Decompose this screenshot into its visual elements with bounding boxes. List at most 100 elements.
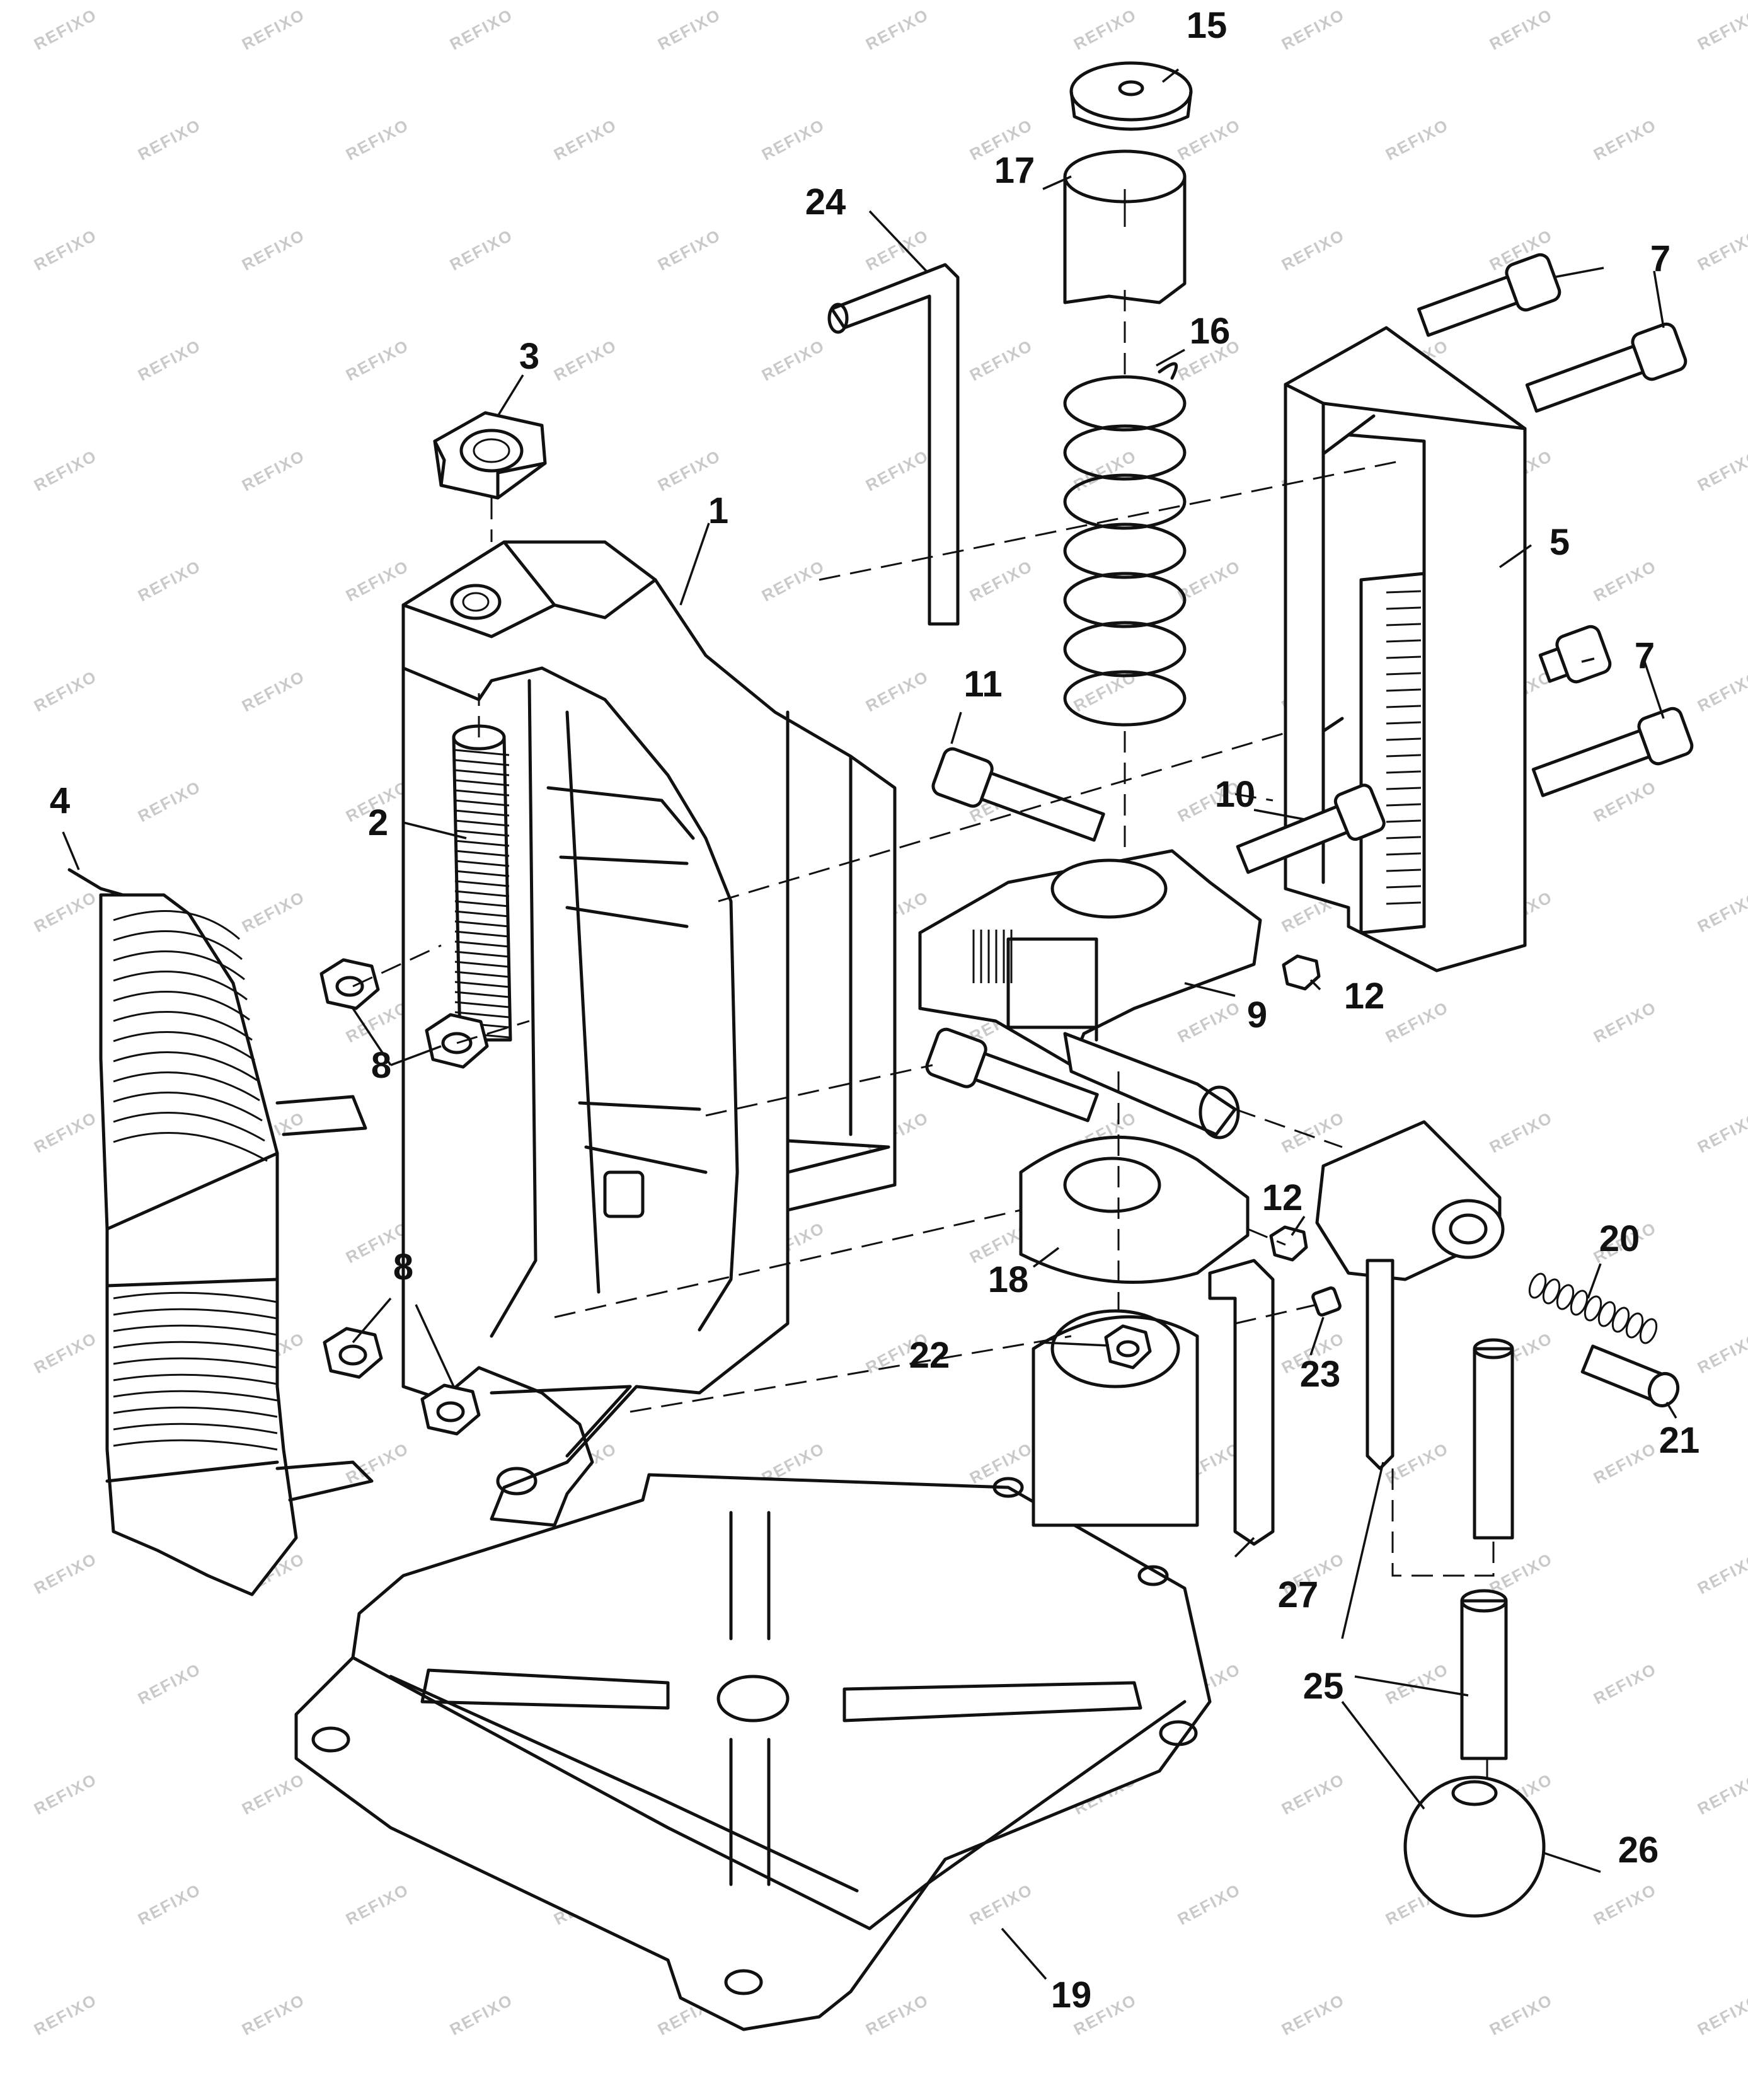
column-post	[1032, 1309, 1199, 1527]
leader-lines	[62, 68, 1677, 1980]
watermark-text: REFIXO	[655, 446, 724, 495]
part-20-small-spring	[1528, 1272, 1658, 1344]
part-27-bracket	[1208, 1259, 1275, 1546]
callout-17: 17	[994, 150, 1035, 191]
watermark-text: REFIXO	[31, 5, 100, 54]
watermark-text: REFIXO	[447, 1990, 516, 2039]
watermark-text: REFIXO	[31, 446, 100, 495]
callout-19: 19	[1051, 1975, 1092, 2016]
part-7-screws	[1417, 253, 1694, 797]
watermark-text: REFIXO	[967, 1880, 1036, 1929]
callout-21: 21	[1659, 1420, 1700, 1461]
part-2-threaded-rod	[452, 724, 512, 1042]
watermark-text: REFIXO	[967, 557, 1036, 606]
watermark-text: REFIXO	[1590, 998, 1660, 1047]
callout-25: 25	[1303, 1666, 1344, 1707]
callout-9: 9	[1247, 995, 1267, 1036]
part-8-nuts	[319, 958, 489, 1436]
watermark-text: REFIXO	[343, 557, 412, 606]
part-23-set-screw	[1311, 1286, 1342, 1317]
callout-27: 27	[1278, 1574, 1319, 1615]
callout-18: 18	[988, 1259, 1029, 1300]
watermark-text: REFIXO	[1486, 1549, 1556, 1598]
part-5-scale-block	[1284, 326, 1527, 972]
callout-labels: 1 2 3 4 5 7 7 8 8 9 10 11 12 12 15 16 17…	[50, 5, 1699, 2016]
callout-12-upper: 12	[1344, 976, 1385, 1017]
part-1-column	[401, 540, 897, 1527]
watermark-text: REFIXO	[1694, 5, 1748, 54]
watermark-text: REFIXO	[863, 1990, 932, 2039]
watermark-text: REFIXO	[759, 557, 828, 606]
watermark-text: REFIXO	[1694, 1770, 1748, 1819]
callout-4: 4	[50, 780, 70, 821]
watermark-text: REFIXO	[1071, 5, 1140, 54]
watermark-text: REFIXO	[1694, 446, 1748, 495]
callout-8-lower: 8	[393, 1247, 413, 1288]
part-26-ball-knob	[1403, 1775, 1546, 1918]
callout-2: 2	[368, 802, 388, 843]
watermark-text: REFIXO	[1694, 667, 1748, 716]
callout-22: 22	[909, 1335, 950, 1376]
watermark-text: REFIXO	[343, 1880, 412, 1929]
watermark-text: REFIXO	[31, 226, 100, 275]
watermark-text: REFIXO	[31, 1770, 100, 1819]
callout-5: 5	[1550, 522, 1570, 563]
part-3-hex-nut	[433, 411, 547, 500]
watermark-text: REFIXO	[1279, 1108, 1348, 1157]
watermark-text: REFIXO	[655, 226, 724, 275]
part-21-screw	[1580, 1344, 1680, 1407]
watermark-text: REFIXO	[31, 1329, 100, 1378]
part-10-screw	[1236, 783, 1386, 874]
callout-23: 23	[1300, 1354, 1341, 1395]
watermark-text: REFIXO	[1486, 1990, 1556, 2039]
part-16-spring	[1063, 362, 1187, 727]
assembly-dash-lines	[352, 290, 1495, 1784]
watermark-text: REFIXO	[239, 5, 308, 54]
watermark-text: REFIXO	[239, 1770, 308, 1819]
watermark-text: REFIXO	[759, 115, 828, 164]
watermark-text: REFIXO	[447, 5, 516, 54]
callout-26: 26	[1618, 1830, 1659, 1871]
watermark-text: REFIXO	[135, 557, 204, 606]
watermark-text: REFIXO	[135, 1659, 204, 1709]
watermark-text: REFIXO	[655, 5, 724, 54]
part-17-sleeve	[1063, 149, 1187, 304]
watermark-text: REFIXO	[239, 887, 308, 937]
watermark-text: REFIXO	[135, 1880, 204, 1929]
watermark-text: REFIXO	[1279, 1990, 1348, 2039]
lower-cap-screw	[925, 1027, 1099, 1122]
callout-16: 16	[1190, 311, 1231, 352]
watermark-text: REFIXO	[1694, 887, 1748, 937]
part-24-hex-key	[827, 263, 960, 626]
watermark-text: REFIXO	[1590, 777, 1660, 826]
watermark-text: REFIXO	[1694, 1549, 1748, 1598]
watermark-text: REFIXO	[135, 777, 204, 826]
callout-15: 15	[1187, 5, 1228, 46]
watermark-text: REFIXO	[31, 1549, 100, 1598]
callout-3: 3	[519, 336, 539, 377]
callout-12-lower: 12	[1262, 1177, 1303, 1218]
watermark-text: REFIXO	[863, 5, 932, 54]
part-18-clamp-ring	[1019, 1135, 1250, 1284]
watermark-text: REFIXO	[1175, 1880, 1244, 1929]
watermark-text: REFIXO	[447, 226, 516, 275]
watermark-text: REFIXO	[31, 1990, 100, 2039]
watermark-text: REFIXO	[239, 446, 308, 495]
watermark-text: REFIXO	[1279, 1770, 1348, 1819]
watermark-text: REFIXO	[1486, 5, 1556, 54]
watermark-text: REFIXO	[863, 667, 932, 716]
watermark-text: REFIXO	[759, 336, 828, 385]
watermark-text: REFIXO	[135, 336, 204, 385]
watermark-text: REFIXO	[343, 336, 412, 385]
watermark-text: REFIXO	[1383, 998, 1452, 1047]
watermark-text: REFIXO	[1486, 1108, 1556, 1157]
watermark-text: REFIXO	[1590, 115, 1660, 164]
watermark-text: REFIXO	[135, 115, 204, 164]
watermark-text: REFIXO	[1694, 226, 1748, 275]
callout-7-bottom: 7	[1635, 635, 1655, 676]
watermark-text: REFIXO	[1694, 1990, 1748, 2039]
watermark-text: REFIXO	[1590, 1659, 1660, 1709]
watermark-text: REFIXO	[967, 336, 1036, 385]
part-15-cap	[1069, 61, 1193, 131]
